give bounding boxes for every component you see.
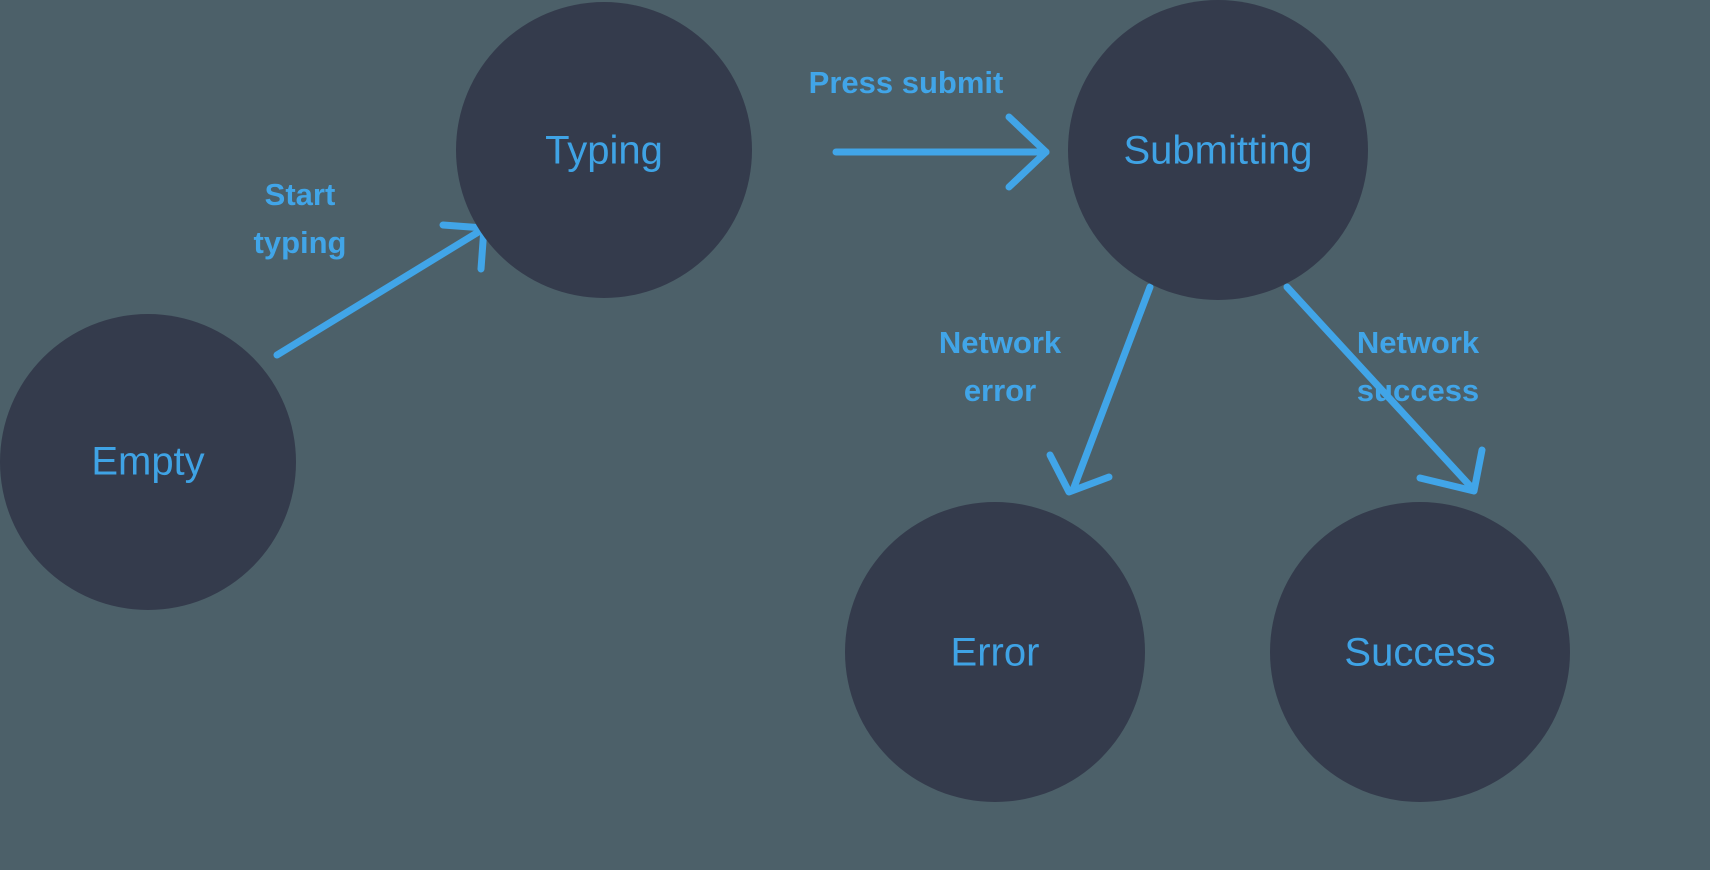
node-empty-label: Empty — [91, 440, 204, 484]
node-typing[interactable]: Typing — [456, 2, 752, 298]
edge-label-press-submit-line1: Press submit — [809, 65, 1004, 100]
edge-typing-to-submitting-arrowhead — [1005, 113, 1050, 191]
edge-empty-to-typing-line — [273, 227, 484, 359]
edge-label-network-error: Network error — [939, 325, 1062, 408]
edge-submitting-to-success-line — [1283, 283, 1476, 492]
node-success[interactable]: Success — [1270, 502, 1570, 802]
node-submitting-circle[interactable] — [1068, 0, 1368, 300]
edge-label-network-error-line2: error — [964, 373, 1036, 408]
edge-label-start-typing-line2: typing — [254, 225, 347, 260]
edge-label-network-success-line2: success — [1357, 373, 1479, 408]
edge-submitting-to-success — [1283, 283, 1486, 495]
edge-label-network-success: Network success — [1357, 325, 1480, 408]
edge-submitting-to-error-line — [1069, 283, 1154, 494]
node-submitting[interactable]: Submitting — [1068, 0, 1368, 300]
edge-submitting-to-error-arrowhead — [1046, 451, 1113, 496]
edge-label-network-error-line1: Network — [939, 325, 1062, 360]
node-error-circle[interactable] — [845, 502, 1145, 802]
edge-submitting-to-error — [1046, 283, 1154, 496]
edge-typing-to-submitting — [832, 113, 1050, 191]
node-success-circle[interactable] — [1270, 502, 1570, 802]
node-success-label: Success — [1344, 631, 1495, 675]
edge-label-press-submit: Press submit — [809, 65, 1004, 100]
node-empty[interactable]: Empty — [0, 314, 296, 610]
node-typing-circle[interactable] — [456, 2, 752, 298]
edge-label-start-typing: Start typing — [254, 177, 347, 260]
node-empty-circle[interactable] — [0, 314, 296, 610]
edge-label-start-typing-line1: Start — [265, 177, 336, 212]
edge-submitting-to-success-arrowhead — [1416, 446, 1486, 495]
node-error[interactable]: Error — [845, 502, 1145, 802]
node-typing-label: Typing — [545, 129, 663, 173]
node-error-label: Error — [951, 631, 1040, 675]
edge-label-network-success-line1: Network — [1357, 325, 1480, 360]
node-submitting-label: Submitting — [1124, 129, 1313, 173]
